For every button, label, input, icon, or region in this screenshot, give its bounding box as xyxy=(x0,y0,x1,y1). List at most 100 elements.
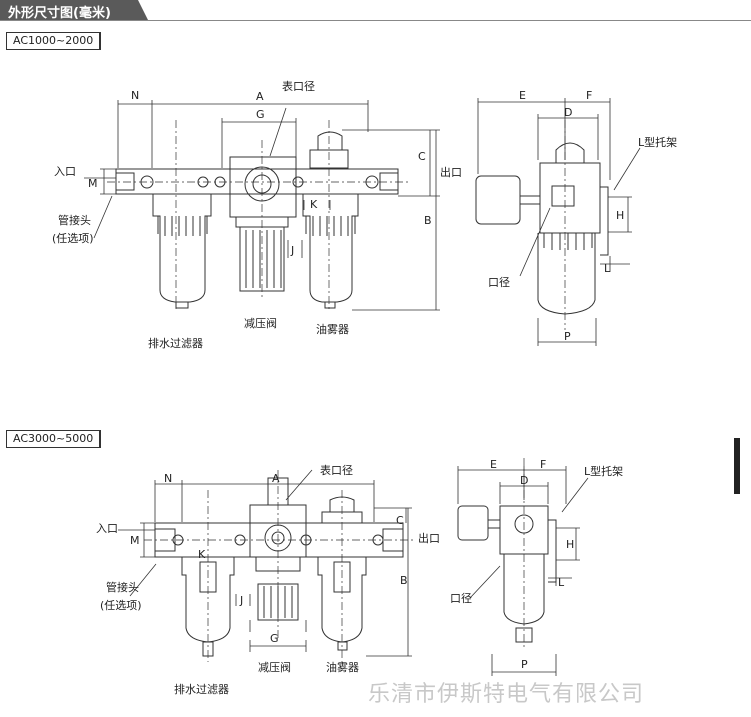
s2-side-dimensions xyxy=(457,466,589,676)
s1-leader-port xyxy=(519,207,551,277)
s1-label-e: E xyxy=(519,89,526,102)
s2-leader-gauge xyxy=(285,469,313,501)
header-tab xyxy=(0,0,148,20)
s2-label-fitting: 管接头 xyxy=(106,580,139,594)
s1-side-view xyxy=(475,120,609,330)
s1-label-port: 口径 xyxy=(488,276,510,289)
s1-gauge-stem xyxy=(520,195,540,205)
s2-dim-n xyxy=(154,480,183,522)
watermark: 乐清市伊斯特电气有限公司 xyxy=(368,682,645,707)
s1-regulator-body xyxy=(229,156,297,218)
s2-label-port: 口径 xyxy=(450,592,472,605)
s1-l-bracket xyxy=(600,186,609,256)
s2-dim-a xyxy=(182,480,375,522)
s1-port-bar xyxy=(115,168,399,195)
s1-dimensions xyxy=(84,100,440,311)
s2-dim-j xyxy=(235,594,251,606)
s1-dim-b xyxy=(352,130,440,311)
s1-side-cap xyxy=(555,142,585,163)
section-header: 外形尺寸图(毫米) xyxy=(0,0,751,24)
model-tag-ac1000-2000: AC1000~2000 xyxy=(6,32,102,50)
s2-dim-l xyxy=(548,572,572,586)
s2-label-drain-filter: 排水过滤器 xyxy=(174,682,229,696)
s1-dim-e xyxy=(477,98,566,174)
s2-label-k: K xyxy=(198,548,206,561)
s1-leader-gauge xyxy=(269,107,287,157)
s2-front-view xyxy=(144,470,414,662)
s1-label-d: D xyxy=(564,106,572,119)
s1-dim-g xyxy=(221,118,297,168)
s1-dim-m xyxy=(100,168,116,195)
s1-label-regulator: 减压阀 xyxy=(244,316,277,330)
s1-label-g: G xyxy=(256,108,265,121)
s2-label-c: C xyxy=(396,514,404,527)
s2-label-e: E xyxy=(490,458,497,471)
s2-label-optional: (任选项) xyxy=(100,599,142,612)
s2-label-d: D xyxy=(520,474,528,487)
s1-dim-f xyxy=(565,98,611,180)
s2-dim-h xyxy=(556,527,580,561)
s2-gauge-stem xyxy=(488,519,500,529)
s1-dim-p xyxy=(537,318,597,346)
s2-label-b: B xyxy=(400,574,408,587)
s1-side-body xyxy=(539,162,601,234)
s2-label-bracket: L型托架 xyxy=(584,464,623,478)
s1-label-h: H xyxy=(616,209,624,222)
s2-dim-p xyxy=(491,654,557,676)
s1-dim-k xyxy=(303,200,331,210)
s2-label-m: M xyxy=(130,534,140,547)
s2-lubricator-plug xyxy=(337,641,348,651)
s2-label-surface-port: 表口径 xyxy=(320,463,353,477)
s1-dim-d xyxy=(537,114,599,160)
edge-scrollbar-mark xyxy=(734,438,740,494)
s1-centerlines xyxy=(107,120,410,310)
s2-gauge-port xyxy=(271,531,285,545)
s1-dim-c xyxy=(342,129,440,197)
s1-leader-bracket xyxy=(613,147,641,191)
s2-dim-e xyxy=(457,466,525,504)
s2-label-regulator: 减压阀 xyxy=(258,660,291,674)
s2-label-l: L xyxy=(558,576,565,589)
s1-label-bracket: L型托架 xyxy=(638,135,677,149)
s1-label-m: M xyxy=(88,177,98,190)
s1-label-p: P xyxy=(564,330,571,343)
s1-side-bowl xyxy=(537,233,596,315)
s2-dim-m xyxy=(140,522,155,558)
header-rule xyxy=(0,20,751,21)
s1-dim-a xyxy=(152,100,369,132)
s2-side-gauge xyxy=(457,505,489,541)
s1-lubricator-fins xyxy=(305,216,356,236)
s2-dimensions xyxy=(118,469,412,657)
s2-label-h: H xyxy=(566,538,574,551)
s1-label-fitting: 管接头 xyxy=(58,213,91,227)
s2-label-a: A xyxy=(272,472,280,485)
s1-side-port xyxy=(551,185,575,207)
s2-dim-b xyxy=(366,508,412,657)
s1-label-lubricator: 油雾器 xyxy=(316,322,349,336)
s2-leader-bracket xyxy=(561,477,589,513)
s2-side-view xyxy=(457,458,557,650)
s1-side-dimensions xyxy=(477,98,641,346)
s2-label-n: N xyxy=(164,472,172,485)
s1-label-l: L xyxy=(604,262,611,275)
s2-label-inlet: 入口 xyxy=(96,522,118,535)
s1-lubricator-plug xyxy=(324,301,336,309)
s1-label-f: F xyxy=(586,89,592,102)
s1-side-gauge xyxy=(475,175,521,225)
s2-label-j: J xyxy=(239,594,243,607)
s2-leader-port xyxy=(469,565,501,599)
s1-filter-fins xyxy=(157,216,208,236)
s2-label-g: G xyxy=(270,632,279,645)
s1-filter-drain xyxy=(175,301,189,309)
s1-filter-bowl xyxy=(152,194,212,303)
s2-leader-fitting xyxy=(129,563,157,597)
s2-centerlines xyxy=(144,470,414,662)
s1-label-a: A xyxy=(256,90,264,103)
s1-inlet-port xyxy=(115,172,135,191)
s1-leader-fitting xyxy=(93,195,113,239)
s2-dim-g xyxy=(249,620,307,652)
s1-dim-j xyxy=(287,240,303,258)
s1-side-fins xyxy=(543,233,593,250)
s1-label-outlet: 出口 xyxy=(440,165,462,179)
